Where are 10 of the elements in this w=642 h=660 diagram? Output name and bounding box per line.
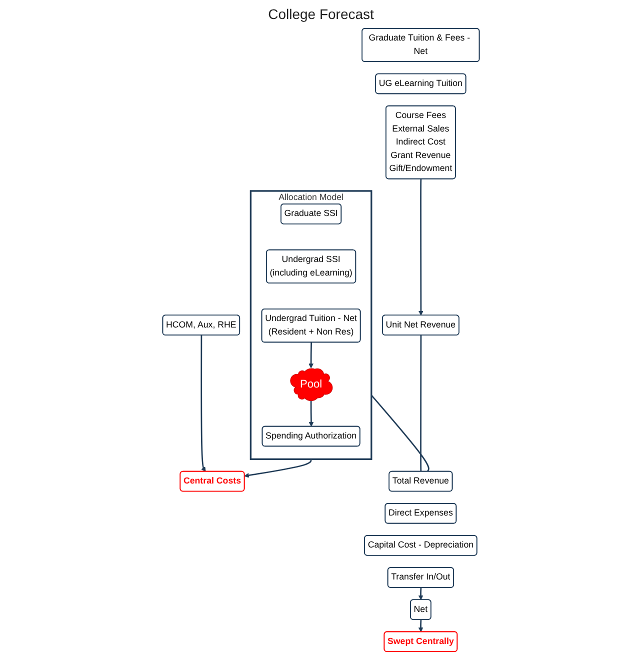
arrow bbox=[418, 620, 424, 632]
arrow bbox=[418, 588, 424, 600]
arrow bbox=[308, 342, 314, 368]
connector bbox=[370, 394, 430, 472]
section-heading: College Forecast bbox=[268, 6, 374, 22]
arrow bbox=[244, 459, 312, 478]
arrow bbox=[418, 179, 424, 316]
arrow bbox=[200, 335, 206, 472]
connector bbox=[420, 335, 422, 472]
arrow bbox=[308, 400, 314, 427]
